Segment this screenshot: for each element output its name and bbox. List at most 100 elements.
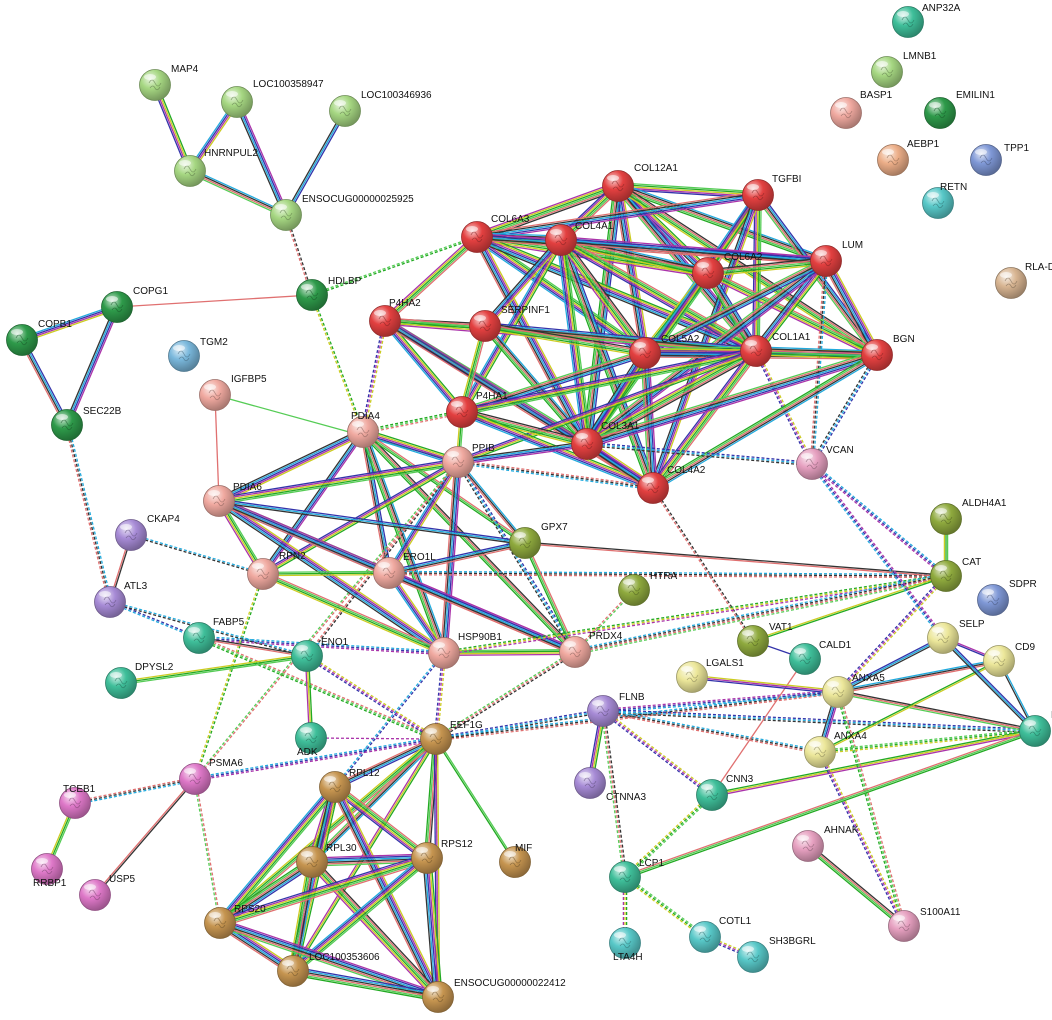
node-sphere[interactable] bbox=[970, 144, 1002, 176]
node-sphere[interactable] bbox=[203, 485, 235, 517]
node-sphere[interactable] bbox=[587, 695, 619, 727]
node-emilin1[interactable]: EMILIN1 bbox=[924, 90, 996, 129]
node-pdia6[interactable]: PDIA6 bbox=[203, 482, 263, 517]
node-ctnna3[interactable]: CTNNA3 bbox=[574, 767, 647, 804]
node-aldh4a1[interactable]: ALDH4A1 bbox=[930, 498, 1007, 535]
node-sphere[interactable] bbox=[277, 955, 309, 987]
node-hnrnpul2[interactable]: HNRNPUL2 bbox=[174, 148, 259, 187]
node-sphere[interactable] bbox=[369, 305, 401, 337]
node-sphere[interactable] bbox=[602, 170, 634, 202]
node-col5a2[interactable]: COL5A2 bbox=[629, 334, 700, 369]
node-sphere[interactable] bbox=[296, 846, 328, 878]
node-ensocug00000022412[interactable]: ENSOCUG00000022412 bbox=[422, 978, 567, 1013]
node-sphere[interactable] bbox=[545, 224, 577, 256]
node-sphere[interactable] bbox=[629, 337, 661, 369]
node-lmnb1[interactable]: LMNB1 bbox=[871, 51, 937, 88]
node-tgm2[interactable]: TGM2 bbox=[168, 337, 229, 372]
node-p4ha1[interactable]: P4HA1 bbox=[446, 391, 509, 428]
node-ero1l[interactable]: ERO1L bbox=[373, 552, 437, 589]
node-sphere[interactable] bbox=[329, 95, 361, 127]
node-sphere[interactable] bbox=[291, 640, 323, 672]
node-rps12[interactable]: RPS12 bbox=[411, 839, 474, 874]
node-sphere[interactable] bbox=[183, 622, 215, 654]
node-sphere[interactable] bbox=[822, 676, 854, 708]
node-sdpr[interactable]: SDPR bbox=[977, 579, 1037, 616]
node-sphere[interactable] bbox=[101, 291, 133, 323]
node-lgals1[interactable]: LGALS1 bbox=[676, 658, 745, 693]
node-sphere[interactable] bbox=[179, 763, 211, 795]
node-sphere[interactable] bbox=[319, 771, 351, 803]
node-tceb1[interactable]: TCEB1 bbox=[59, 784, 96, 819]
node-psma6[interactable]: PSMA6 bbox=[179, 758, 244, 795]
node-sphere[interactable] bbox=[51, 409, 83, 441]
node-sphere[interactable] bbox=[420, 723, 452, 755]
node-eef1g[interactable]: EEF1G bbox=[420, 720, 484, 755]
node-sphere[interactable] bbox=[79, 879, 111, 911]
node-igfbp5[interactable]: IGFBP5 bbox=[199, 374, 268, 411]
node-bgn[interactable]: BGN bbox=[861, 334, 915, 371]
node-sphere[interactable] bbox=[927, 622, 959, 654]
node-sphere[interactable] bbox=[422, 981, 454, 1013]
node-cat[interactable]: CAT bbox=[930, 557, 982, 592]
node-sphere[interactable] bbox=[105, 667, 137, 699]
node-sphere[interactable] bbox=[892, 6, 924, 38]
node-sphere[interactable] bbox=[94, 586, 126, 618]
node-eno1[interactable]: ENO1 bbox=[291, 637, 349, 672]
node-sphere[interactable] bbox=[696, 779, 728, 811]
node-retn[interactable]: RETN bbox=[922, 182, 968, 219]
node-sphere[interactable] bbox=[742, 179, 774, 211]
node-col4a1[interactable]: COL4A1 bbox=[545, 221, 614, 256]
node-fabp5[interactable]: FABP5 bbox=[183, 617, 245, 654]
node-dpysl2[interactable]: DPYSL2 bbox=[105, 662, 174, 699]
node-ahnak[interactable]: AHNAK bbox=[792, 825, 859, 862]
node-copg1[interactable]: COPG1 bbox=[101, 286, 169, 323]
node-sphere[interactable] bbox=[930, 503, 962, 535]
node-sphere[interactable] bbox=[199, 379, 231, 411]
node-mif[interactable]: MIF bbox=[499, 843, 533, 878]
node-sphere[interactable] bbox=[792, 830, 824, 862]
node-sphere[interactable] bbox=[221, 86, 253, 118]
node-lta4h[interactable]: LTA4H bbox=[609, 927, 643, 964]
node-sphere[interactable] bbox=[924, 97, 956, 129]
node-sphere[interactable] bbox=[373, 557, 405, 589]
node-pdia4[interactable]: PDIA4 bbox=[347, 411, 381, 448]
node-atl3[interactable]: ATL3 bbox=[94, 581, 148, 618]
node-sh3bgrl[interactable]: SH3BGRL bbox=[737, 936, 817, 973]
node-col12a1[interactable]: COL12A1 bbox=[602, 163, 679, 202]
node-sphere[interactable] bbox=[888, 910, 920, 942]
node-sphere[interactable] bbox=[139, 69, 171, 101]
node-cald1[interactable]: CALD1 bbox=[789, 640, 852, 675]
node-sphere[interactable] bbox=[571, 428, 603, 460]
node-sphere[interactable] bbox=[737, 625, 769, 657]
node-usp5[interactable]: USP5 bbox=[79, 874, 136, 911]
node-sphere[interactable] bbox=[977, 584, 1009, 616]
node-sphere[interactable] bbox=[204, 907, 236, 939]
node-sphere[interactable] bbox=[6, 324, 38, 356]
node-htra[interactable]: HTRA bbox=[618, 571, 678, 606]
node-tpp1[interactable]: TPP1 bbox=[970, 143, 1030, 176]
node-loc100358947[interactable]: LOC100358947 bbox=[221, 79, 325, 118]
node-col4a2[interactable]: COL4A2 bbox=[637, 465, 706, 504]
node-rpn2[interactable]: RPN2 bbox=[247, 551, 307, 590]
node-sphere[interactable] bbox=[676, 661, 708, 693]
node-sphere[interactable] bbox=[861, 339, 893, 371]
node-sphere[interactable] bbox=[804, 736, 836, 768]
node-sphere[interactable] bbox=[469, 310, 501, 342]
node-tgfbi[interactable]: TGFBI bbox=[742, 174, 802, 211]
node-hsp90b1[interactable]: HSP90B1 bbox=[428, 632, 503, 669]
node-sphere[interactable] bbox=[692, 257, 724, 289]
node-loc100346936[interactable]: LOC100346936 bbox=[329, 90, 433, 127]
node-sphere[interactable] bbox=[247, 558, 279, 590]
node-col6a2[interactable]: COL6A2 bbox=[692, 252, 763, 289]
node-vcan[interactable]: VCAN bbox=[796, 445, 854, 480]
node-sphere[interactable] bbox=[995, 267, 1027, 299]
node-loc100353606[interactable]: LOC100353606 bbox=[277, 952, 381, 987]
node-sphere[interactable] bbox=[446, 396, 478, 428]
node-sphere[interactable] bbox=[461, 221, 493, 253]
node-sphere[interactable] bbox=[411, 842, 443, 874]
node-sphere[interactable] bbox=[618, 574, 650, 606]
node-sphere[interactable] bbox=[559, 636, 591, 668]
node-sec22b[interactable]: SEC22B bbox=[51, 406, 122, 441]
node-sphere[interactable] bbox=[830, 97, 862, 129]
node-sphere[interactable] bbox=[1019, 715, 1051, 747]
